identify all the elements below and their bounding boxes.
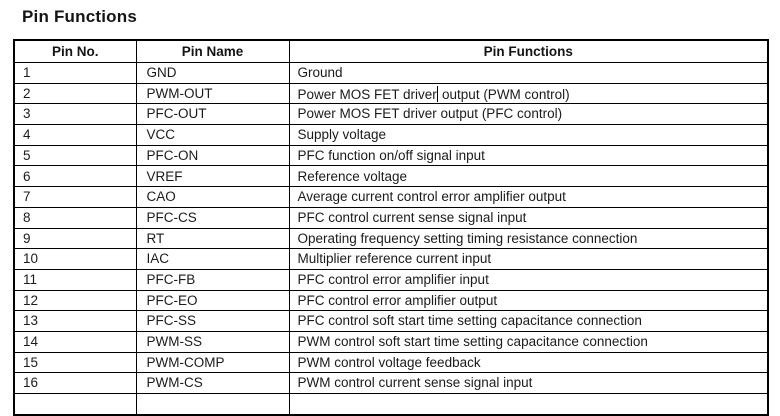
pin-function-cell: Supply voltage — [288, 124, 769, 146]
pin-function-cell: Reference voltage — [288, 165, 769, 188]
empty-cell — [135, 393, 290, 416]
pin-number-cell: 9 — [13, 227, 137, 250]
pin-name-cell: PWM-OUT — [135, 82, 290, 105]
pin-function-cell: Multiplier reference current input — [288, 248, 769, 270]
pin-number-cell: 6 — [13, 165, 137, 188]
pin-number-cell: 13 — [13, 310, 137, 332]
pin-number-cell: 15 — [13, 351, 137, 374]
pin-function-cell: Operating frequency setting timing resis… — [288, 227, 769, 250]
table-header-row: Pin No. Pin Name Pin Functions — [13, 39, 769, 63]
column-header-pin-no: Pin No. — [13, 39, 137, 63]
column-header-pin-name: Pin Name — [135, 39, 290, 63]
pin-number-cell: 16 — [13, 372, 137, 394]
pin-function-cell: Ground — [288, 62, 769, 84]
table-row-cutoff — [13, 393, 769, 416]
pin-number-cell: 2 — [13, 82, 137, 105]
pin-function-cell: Average current control error amplifier … — [288, 186, 769, 208]
pin-name-cell: VREF — [135, 165, 290, 188]
pin-number-cell: 4 — [13, 124, 137, 146]
pin-number-cell: 8 — [13, 206, 137, 229]
pin-name-cell: PFC-FB — [135, 268, 290, 291]
pin-number-cell: 1 — [13, 62, 137, 84]
pin-name-cell: GND — [135, 62, 290, 84]
pin-number-cell: 5 — [13, 144, 137, 167]
pin-name-cell: PWM-SS — [135, 330, 290, 353]
pin-function-cell: PFC control soft start time setting capa… — [288, 310, 769, 332]
pin-number-cell: 14 — [13, 330, 137, 353]
pin-function-cell: PWM control voltage feedback — [288, 351, 769, 374]
pin-name-cell: VCC — [135, 124, 290, 146]
pin-function-cell: PFC control error amplifier output — [288, 289, 769, 312]
pin-name-cell: PFC-EO — [135, 289, 290, 312]
pin-name-cell: PWM-CS — [135, 372, 290, 394]
pin-name-cell: CAO — [135, 186, 290, 208]
column-header-pin-functions: Pin Functions — [288, 39, 769, 63]
pin-name-cell: PFC-OUT — [135, 103, 290, 126]
page-title: Pin Functions — [22, 7, 137, 26]
pin-name-cell: PWM-COMP — [135, 351, 290, 374]
pin-function-cell: PFC function on/off signal input — [288, 144, 769, 167]
empty-cell — [13, 393, 137, 416]
pin-name-cell: PFC-ON — [135, 144, 290, 167]
pin-function-cell: PFC control current sense signal input — [288, 206, 769, 229]
empty-cell — [288, 393, 769, 416]
pin-number-cell: 3 — [13, 103, 137, 126]
pin-function-cell: Power MOS FET driver output (PWM control… — [288, 82, 769, 105]
pin-function-cell: Power MOS FET driver output (PFC control… — [288, 103, 769, 126]
pin-function-cell: PFC control error amplifier input — [288, 268, 769, 291]
pin-number-cell: 10 — [13, 248, 137, 270]
pin-name-cell: RT — [135, 227, 290, 250]
text-cursor — [436, 85, 439, 102]
pin-function-cell: PWM control soft start time setting capa… — [288, 330, 769, 353]
pin-name-cell: PFC-CS — [135, 206, 290, 229]
pin-function-cell: PWM control current sense signal input — [288, 372, 769, 394]
pin-name-cell: IAC — [135, 248, 290, 270]
pin-name-cell: PFC-SS — [135, 310, 290, 332]
pin-number-cell: 12 — [13, 289, 137, 312]
pin-number-cell: 7 — [13, 186, 137, 208]
pin-number-cell: 11 — [13, 268, 137, 291]
